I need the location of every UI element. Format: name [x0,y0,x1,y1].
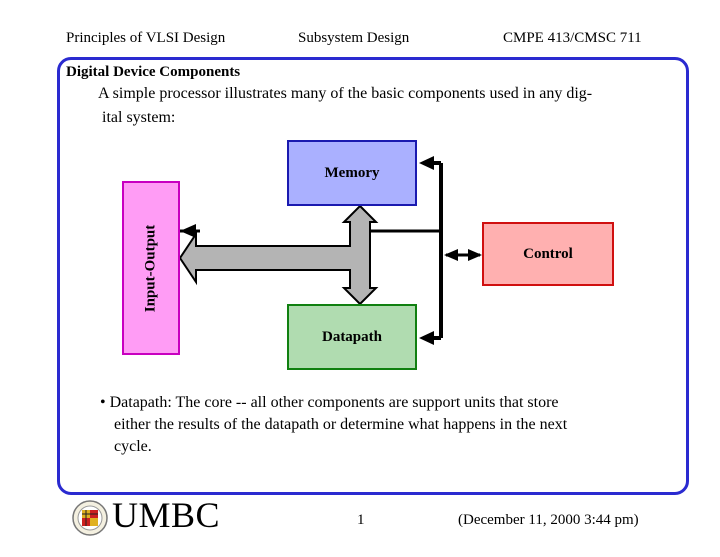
slide-frame [57,57,689,495]
data-bus-arrow [178,204,379,306]
umbc-logo-text: UMBC [112,495,221,535]
arrow-to-datapath [419,331,434,345]
control-box: Control [482,222,614,286]
page-number: 1 [357,512,365,528]
bullet-line-1: • Datapath: The core -- all other compon… [100,394,559,411]
io-label: Input-Output [142,224,159,312]
bullet-line-2: either the results of the datapath or de… [114,416,568,433]
header-course-code: CMPE 413/CMSC 711 [503,30,642,46]
arrow-to-io [180,224,196,238]
bullet-text: • Datapath: The core -- all other compon… [100,392,660,458]
intro-text: A simple processor illustrates many of t… [98,82,668,130]
control-label: Control [523,245,573,262]
slide-title: Digital Device Components [66,64,241,80]
bullet-line-3: cycle. [114,438,152,455]
datapath-label: Datapath [321,328,382,345]
memory-box: Memory [287,140,417,206]
io-box: Input-Output [122,181,180,355]
intro-line-1: A simple processor illustrates many of t… [98,85,593,102]
header-course: Principles of VLSI Design [66,30,226,46]
umbc-seal-icon [72,500,108,536]
footer-date: (December 11, 2000 3:44 pm) [458,512,639,528]
datapath-box: Datapath [287,304,417,370]
arrow-to-memory [419,156,434,170]
intro-line-2: ital system: [102,109,176,126]
memory-label: Memory [324,164,380,181]
header-topic: Subsystem Design [298,30,410,46]
